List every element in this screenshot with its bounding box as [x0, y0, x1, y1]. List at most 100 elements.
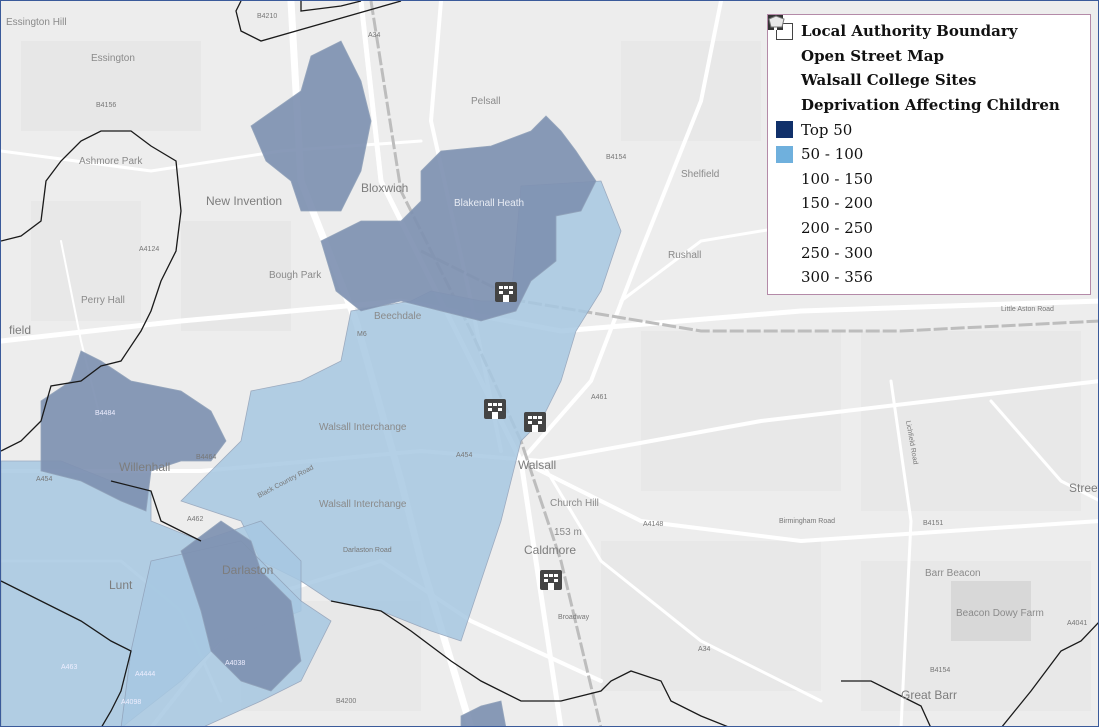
road-label: A454 [456, 452, 472, 459]
place-label: Lunt [109, 578, 133, 592]
place-label: Essington Hill [6, 17, 67, 28]
place-label: Essington [91, 53, 135, 64]
place-label: Bloxwich [361, 181, 408, 195]
road-label: A463 [61, 664, 77, 671]
legend-swatch [776, 194, 793, 212]
place-label: Beechdale [374, 311, 422, 322]
deprivation-area-top-50 [460, 700, 507, 726]
road-label: A4041 [1067, 620, 1087, 627]
legend-class: 250 - 300 [776, 240, 1090, 265]
legend-class: 300 - 356 [776, 265, 1090, 290]
legend-class-label: 300 - 356 [801, 268, 873, 287]
place-label: Walsall Interchange [319, 422, 407, 433]
place-label: Street [1069, 481, 1099, 495]
place-label: Walsall Interchange [319, 499, 407, 510]
place-label: 153 m [554, 527, 582, 538]
legend-swatch [776, 145, 793, 163]
legend-class-label: 50 - 100 [801, 145, 864, 164]
college-site-markers [484, 282, 562, 590]
place-label: Great Barr [901, 688, 957, 702]
legend-class: 200 - 250 [776, 216, 1090, 241]
place-label: Darlaston [222, 563, 273, 577]
legend-swatch [776, 121, 793, 139]
legend-layer-label: Local Authority Boundary [801, 22, 1018, 41]
place-label: Walsall [518, 458, 556, 472]
college-site-marker[interactable] [495, 282, 517, 302]
deprivation-layer [1, 40, 622, 726]
road-label: B4200 [336, 698, 356, 705]
legend-swatch [776, 219, 793, 237]
road-label: A34 [368, 32, 381, 39]
road-label: A461 [591, 394, 607, 401]
road-label: A4444 [135, 671, 155, 678]
place-label: Willenhall [119, 460, 170, 474]
legend-class-label: Top 50 [801, 120, 853, 139]
road-label: B4154 [606, 154, 626, 161]
deprivation-area-top-50 [250, 40, 372, 212]
legend-layer-college[interactable]: Walsall College Sites [768, 15, 1090, 93]
college-site-marker[interactable] [540, 570, 562, 590]
place-labels: Essington Hill Essington Pelsall Ashmore… [6, 17, 1099, 702]
college-site-marker[interactable] [524, 412, 546, 432]
college-site-marker[interactable] [484, 399, 506, 419]
road-label: B4156 [96, 102, 116, 109]
legend-layer-label: Deprivation Affecting Children [801, 96, 1060, 115]
legend-layer-deprivation[interactable]: Deprivation Affecting Children [768, 15, 1090, 118]
place-label: Shelfield [681, 169, 719, 180]
polygon-shape-icon [768, 15, 793, 114]
legend-swatch [776, 170, 793, 188]
legend-class-label: 150 - 200 [801, 194, 873, 213]
legend-class: Top 50 [776, 117, 1090, 142]
place-label: Beacon Dowy Farm [956, 608, 1044, 619]
road-label: B4484 [95, 410, 115, 417]
map-legend: Local Authority Boundary Open Street Map… [767, 14, 1091, 295]
place-label: Bough Park [269, 270, 322, 281]
map-tiles-icon [768, 15, 793, 64]
road-label: M6 [357, 331, 367, 338]
legend-class: 50 - 100 [776, 142, 1090, 167]
legend-class-label: 250 - 300 [801, 243, 873, 262]
place-label: field [9, 323, 31, 337]
legend-layer-osm[interactable]: Open Street Map [768, 15, 1090, 69]
place-label: New Invention [206, 194, 282, 208]
road-label: B4151 [923, 520, 943, 527]
legend-layer-label: Open Street Map [801, 46, 944, 65]
road-label: Little Aston Road [1001, 306, 1054, 313]
road-label: Darlaston Road [343, 547, 392, 554]
place-label: Caldmore [524, 543, 576, 557]
deprivation-area-top-50 [40, 350, 227, 512]
legend-swatch [776, 244, 793, 262]
legend-layer-label: Walsall College Sites [801, 71, 977, 90]
college-building-icon [768, 15, 793, 89]
road-label: A454 [36, 476, 52, 483]
road-label: A34 [698, 646, 711, 653]
place-label: Barr Beacon [925, 568, 981, 579]
road-label: A462 [187, 516, 203, 523]
deprivation-area-top-50 [320, 115, 597, 322]
road-label: Broadway [558, 614, 590, 621]
place-label: Rushall [668, 250, 701, 261]
road-label: B4154 [930, 667, 950, 674]
legend-swatch [776, 268, 793, 286]
road-label: A4098 [121, 699, 141, 706]
place-label: Ashmore Park [79, 156, 143, 167]
legend-class: 100 - 150 [776, 167, 1090, 192]
legend-class-label: 200 - 250 [801, 219, 873, 238]
road-label: B4210 [257, 13, 277, 20]
road-label: A4038 [225, 660, 245, 667]
road-label: A4124 [139, 246, 159, 253]
legend-layer-boundary[interactable]: Local Authority Boundary [776, 19, 1090, 44]
road-label: Birmingham Road [779, 518, 835, 525]
place-label: Pelsall [471, 96, 500, 107]
place-label: Blakenall Heath [454, 198, 524, 209]
legend-class-label: 100 - 150 [801, 169, 873, 188]
road-label: A4148 [643, 521, 663, 528]
deprivation-area-top-50 [180, 520, 302, 692]
road-label: B4464 [196, 454, 216, 461]
place-label: Perry Hall [81, 295, 125, 306]
legend-class: 150 - 200 [776, 191, 1090, 216]
place-label: Church Hill [550, 498, 599, 509]
